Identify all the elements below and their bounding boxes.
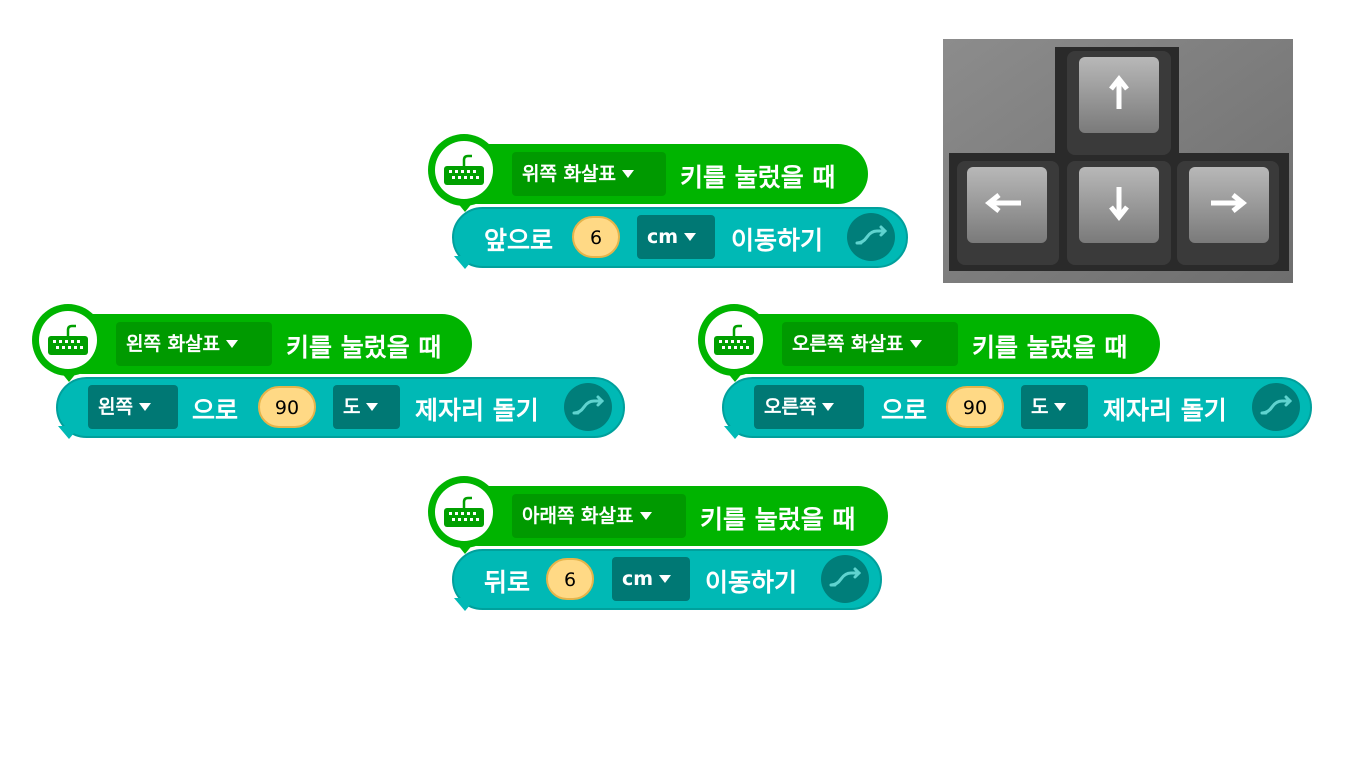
action-suffix-label: 이동하기	[705, 568, 798, 597]
key-dropdown-label: 아래쪽 화살표	[522, 505, 634, 527]
dropdown-arrow-icon	[822, 402, 835, 411]
key-dropdown[interactable]: 왼쪽 화살표	[116, 322, 272, 366]
direction-dropdown[interactable]: 오른쪽	[754, 385, 864, 429]
down-arrow-script[interactable]: 아래쪽 화살표 키를 눌렀을 때 뒤로 6 cm 이동하기	[428, 476, 888, 626]
down-arrow-key	[1067, 161, 1171, 265]
key-dropdown[interactable]: 위쪽 화살표	[512, 152, 666, 196]
angle-input[interactable]: 90	[258, 386, 316, 428]
action-label: 뒤로	[484, 568, 531, 597]
unit-dropdown[interactable]: 도	[333, 385, 400, 429]
key-dropdown-label: 위쪽 화살표	[522, 163, 617, 185]
left-arrow-script[interactable]: 왼쪽 화살표 키를 눌렀을 때 왼쪽 으로 90 도 제자리 돌기	[32, 304, 632, 454]
dropdown-arrow-icon	[909, 339, 922, 348]
event-icon-circle	[32, 304, 104, 376]
distance-input[interactable]: 6	[572, 216, 620, 258]
direction-dropdown[interactable]: 왼쪽	[88, 385, 178, 429]
right-arrow-script[interactable]: 오른쪽 화살표 키를 눌렀을 때 오른쪽 으로 90 도 제자리 돌기	[698, 304, 1318, 454]
dropdown-arrow-icon	[684, 232, 697, 241]
event-label: 키를 눌렀을 때	[286, 333, 442, 362]
event-label: 키를 눌렀을 때	[972, 333, 1128, 362]
block-notch	[724, 426, 746, 439]
event-icon-circle	[698, 304, 770, 376]
to-label: 으로	[881, 396, 928, 425]
arrow-keys-photo	[943, 39, 1293, 283]
unit-dropdown[interactable]: cm	[612, 557, 690, 601]
direction-dropdown-label: 왼쪽	[98, 396, 133, 418]
sync-icon	[821, 555, 869, 603]
sync-icon	[847, 213, 895, 261]
dropdown-arrow-icon	[639, 511, 652, 520]
action-label: 앞으로	[484, 226, 554, 255]
event-icon-circle	[428, 476, 500, 548]
dropdown-arrow-icon	[226, 339, 239, 348]
sync-icon	[1252, 383, 1300, 431]
event-label: 키를 눌렀을 때	[700, 505, 856, 534]
block-notch	[454, 598, 476, 611]
keyboard-icon	[442, 154, 486, 186]
left-arrow-key	[957, 161, 1059, 265]
action-suffix-label: 이동하기	[731, 226, 824, 255]
key-dropdown[interactable]: 아래쪽 화살표	[512, 494, 686, 538]
dropdown-arrow-icon	[622, 169, 635, 178]
angle-input[interactable]: 90	[946, 386, 1004, 428]
dropdown-arrow-icon	[1054, 402, 1067, 411]
block-notch	[58, 426, 80, 439]
sync-icon	[564, 383, 612, 431]
to-label: 으로	[192, 396, 239, 425]
unit-dropdown-label: 도	[343, 396, 361, 418]
right-arrow-key	[1177, 161, 1279, 265]
direction-dropdown-label: 오른쪽	[764, 396, 817, 418]
unit-dropdown[interactable]: 도	[1021, 385, 1088, 429]
up-arrow-script[interactable]: 위쪽 화살표 키를 눌렀을 때 앞으로 6 cm 이동하기	[428, 134, 908, 284]
unit-dropdown-label: cm	[647, 226, 679, 248]
event-icon-circle	[428, 134, 500, 206]
keyboard-icon	[712, 324, 756, 356]
key-dropdown[interactable]: 오른쪽 화살표	[782, 322, 958, 366]
unit-dropdown-label: 도	[1031, 396, 1049, 418]
unit-dropdown-label: cm	[622, 568, 654, 590]
action-suffix-label: 제자리 돌기	[1103, 396, 1227, 425]
distance-input[interactable]: 6	[546, 558, 594, 600]
action-suffix-label: 제자리 돌기	[415, 396, 539, 425]
key-dropdown-label: 오른쪽 화살표	[792, 333, 904, 355]
dropdown-arrow-icon	[138, 402, 151, 411]
unit-dropdown[interactable]: cm	[637, 215, 715, 259]
dropdown-arrow-icon	[659, 574, 672, 583]
event-label: 키를 눌렀을 때	[680, 163, 836, 192]
key-dropdown-label: 왼쪽 화살표	[126, 333, 221, 355]
keyboard-icon	[442, 496, 486, 528]
block-notch	[454, 256, 476, 269]
keyboard-icon	[46, 324, 90, 356]
up-arrow-key	[1067, 51, 1171, 155]
dropdown-arrow-icon	[366, 402, 379, 411]
